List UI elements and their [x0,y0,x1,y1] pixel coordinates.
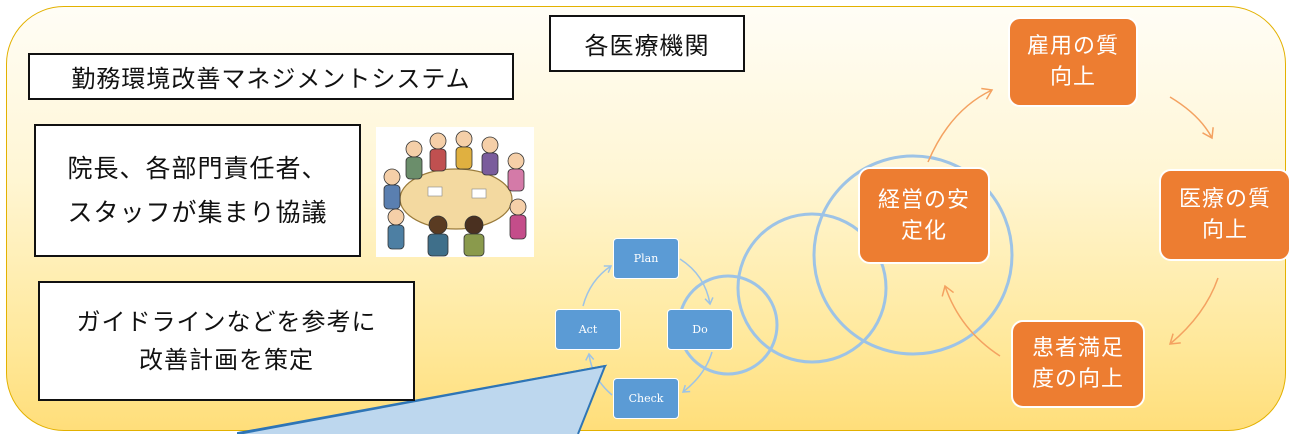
spiral-circle-2 [736,212,888,364]
outcome-employment-quality: 雇用の質 向上 [1008,17,1138,107]
pdca-plan-label: Plan [633,252,659,265]
arrow-medical-to-patient [1168,277,1219,345]
employment-line-1: 雇用の質 [1026,34,1119,59]
outcome-medical-quality: 医療の質 向上 [1159,169,1291,261]
meeting-line-2: スタッフが集まり協議 [67,197,328,227]
callout-edge-left [237,365,606,434]
each-facility-text: 各医療機関 [584,32,710,60]
pdca-plan-box: Plan [613,238,679,279]
plan-line-2: 改善計画を策定 [139,346,314,374]
arrow-employment-to-medical [1169,96,1214,140]
pdca-check-label: Check [628,392,664,405]
pdca-check-box: Check [613,378,679,419]
spiral-circle-3 [812,154,1014,356]
patient-line-2: 度の向上 [1031,367,1124,392]
management-system-label: 勤務環境改善マネジメントシステム [28,53,514,100]
meeting-illustration-icon [376,127,534,257]
pdca-act-label: Act [578,323,598,336]
meeting-description: 院長、各部門責任者、 スタッフが集まり協議 [34,124,361,257]
arrow-act-to-plan [582,265,613,307]
plan-line-1: ガイドラインなどを参考に [76,308,377,336]
plan-description: ガイドラインなどを参考に 改善計画を策定 [38,281,415,401]
arrow-patient-to-stable [941,284,1001,357]
arrow-do-to-check [681,351,713,393]
each-facility-label: 各医療機関 [549,15,745,72]
medical-line-2: 向上 [1201,218,1248,243]
callout-edge-right [577,365,606,434]
stable-line-2: 定化 [900,218,947,244]
medical-line-1: 医療の質 [1178,187,1271,212]
arrow-plan-to-do [679,258,714,306]
arrow-stable-to-employment [927,87,994,163]
meeting-line-1: 院長、各部門責任者、 [67,153,328,183]
stable-line-1: 経営の安 [877,187,970,213]
employment-line-2: 向上 [1049,65,1096,90]
outcome-patient-satisfaction: 患者満足 度の向上 [1011,320,1145,408]
outcome-management-stability: 経営の安 定化 [858,167,990,264]
pdca-do-box: Do [667,309,733,350]
pdca-do-label: Do [692,323,708,336]
management-system-text: 勤務環境改善マネジメントシステム [71,65,471,93]
patient-line-1: 患者満足 [1031,336,1124,361]
pdca-act-box: Act [555,309,621,350]
